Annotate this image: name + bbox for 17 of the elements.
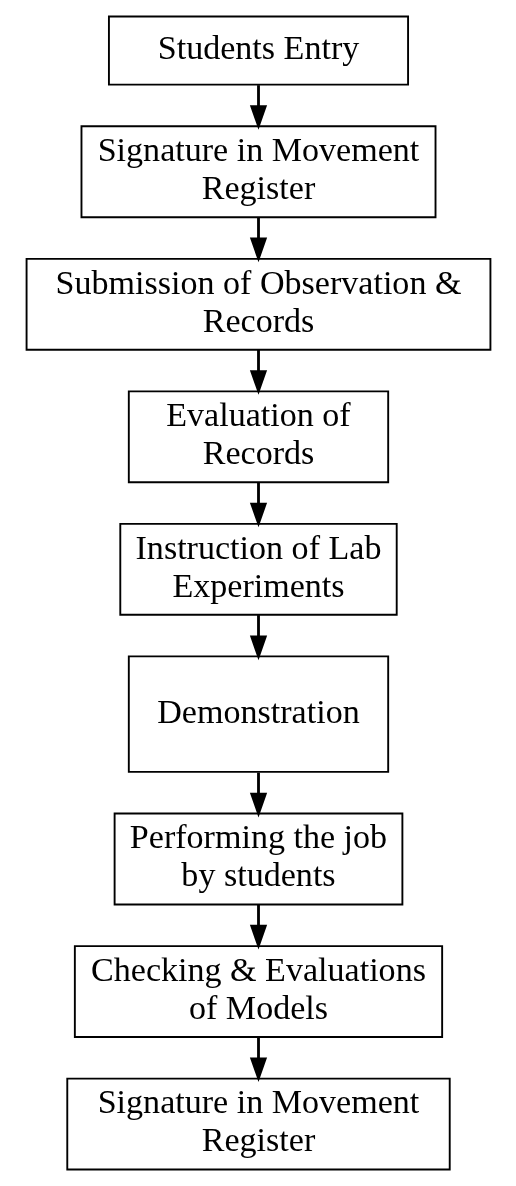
node-box: Instruction of Lab Experiments bbox=[118, 522, 398, 616]
arrow bbox=[249, 904, 267, 950]
node-box: Performing the job by students bbox=[113, 812, 403, 906]
node-box: Students Entry bbox=[107, 15, 409, 86]
node-box: Checking & Evaluations of Models bbox=[73, 945, 443, 1038]
node-box: Signature in Movement Register bbox=[80, 125, 436, 219]
arrow bbox=[249, 482, 267, 528]
node-box: Signature in Movement Register bbox=[65, 1077, 451, 1171]
arrow bbox=[249, 1037, 267, 1083]
arrow bbox=[249, 615, 267, 661]
arrow bbox=[249, 85, 267, 130]
arrow bbox=[249, 772, 267, 818]
node-box: Evaluation of Records bbox=[127, 390, 389, 484]
node-box: Demonstration bbox=[127, 655, 389, 773]
arrow bbox=[249, 349, 267, 395]
node-box: Submission of Observation & Records bbox=[25, 257, 491, 351]
arrow bbox=[249, 217, 267, 263]
